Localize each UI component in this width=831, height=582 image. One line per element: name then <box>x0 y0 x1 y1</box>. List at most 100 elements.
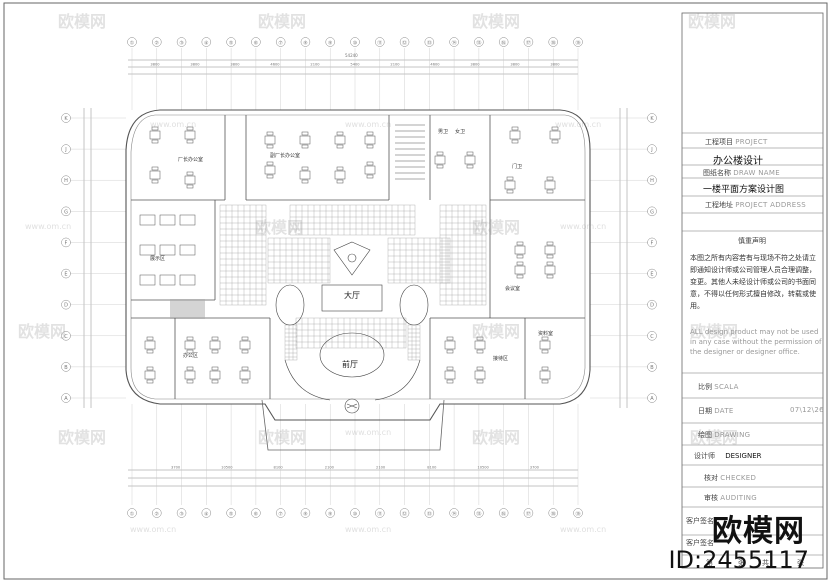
axis-label-bottom: ⑬ <box>427 511 432 518</box>
dimension-text-top: 3800 <box>150 63 160 67</box>
chair <box>446 349 454 354</box>
chair <box>366 144 374 149</box>
scale-label: 比例 SCALA <box>698 383 739 391</box>
chair <box>151 179 159 184</box>
table <box>144 370 156 380</box>
chair <box>186 379 194 384</box>
date-label: 日期 DATE <box>698 407 734 415</box>
axis-label-bottom: ⑯ <box>501 511 506 518</box>
room-label: 厂长办公室 <box>178 157 204 163</box>
axis-label-bottom: ⑩ <box>353 512 358 518</box>
room-label: 副厂长办公室 <box>270 153 301 159</box>
dimension-text-bottom: 2100 <box>376 466 386 470</box>
chair <box>551 139 559 144</box>
dimension-text-top: 3800 <box>550 63 560 67</box>
axis-bubble-bottom <box>127 508 137 518</box>
axis-label-bottom: ⑱ <box>551 511 556 518</box>
axis-label-right: C <box>650 334 654 340</box>
chair <box>476 336 484 341</box>
watermark-url: www.om.cn <box>560 525 607 534</box>
room-label: 会议室 <box>505 286 521 292</box>
chair <box>541 379 549 384</box>
axis-bubble-left <box>61 268 71 279</box>
table <box>434 155 446 165</box>
axis-label-top: ⑥ <box>254 41 259 47</box>
axis-bubble-bottom <box>573 508 583 518</box>
axis-label-top: ⑮ <box>476 40 481 47</box>
axis-label-left: D <box>64 303 68 309</box>
chair <box>516 274 524 279</box>
dimension-text-bottom: 8100 <box>274 466 284 470</box>
tile-area <box>407 324 421 361</box>
dimension-text-bottom: 8100 <box>427 466 437 470</box>
chair <box>366 174 374 179</box>
axis-label-top: ④ <box>204 41 209 47</box>
axis-label-bottom: ② <box>155 512 160 518</box>
client-label: 客户签名 <box>686 517 714 525</box>
table <box>299 170 311 180</box>
chair <box>466 151 474 156</box>
axis-bubble-left <box>61 331 71 341</box>
axis-bubble-left <box>61 144 71 154</box>
chair <box>186 336 194 341</box>
chair <box>186 349 194 354</box>
chair <box>241 349 249 354</box>
axis-label-left: H <box>64 178 68 184</box>
watermark-url: www.om.cn <box>555 120 602 129</box>
notice-en: ALL design product may not be used in an… <box>690 328 822 356</box>
side-dimensions <box>83 108 628 408</box>
chair <box>211 349 219 354</box>
drafter-label: 绘图 DRAWING <box>698 431 751 439</box>
dimension-text-top: 2100 <box>390 63 400 67</box>
dimension-text-bottom: 10500 <box>477 466 489 470</box>
watermark-url: www.om.cn <box>345 428 392 437</box>
table <box>334 135 346 145</box>
dimension-text-top: 4600 <box>430 63 440 67</box>
chair <box>301 144 309 149</box>
table <box>209 370 221 380</box>
chair <box>301 179 309 184</box>
axis-label-left: A <box>64 396 68 402</box>
table <box>184 175 196 185</box>
chair <box>541 366 549 371</box>
tile-area <box>439 204 487 306</box>
axis-label-top: ② <box>155 41 160 47</box>
room-label: 办公区 <box>183 353 199 359</box>
axis-label-top: ⑫ <box>402 40 407 47</box>
chair <box>511 126 519 131</box>
dimension-total: 54240 <box>345 53 358 58</box>
chair <box>186 139 194 144</box>
axis-label-left: E <box>64 272 67 278</box>
axis-bubble-right <box>647 362 657 372</box>
axis-bubble-left <box>61 175 71 185</box>
workstation <box>159 244 176 256</box>
axis-bubble-right <box>647 393 657 403</box>
axis-bubble-bottom <box>176 508 187 518</box>
chair <box>516 261 524 266</box>
axis-bubble-bottom <box>424 508 435 518</box>
axis-bubble-bottom <box>399 508 410 518</box>
watermark-brand: 欧模网 <box>255 218 304 237</box>
chair <box>541 336 549 341</box>
room-label: 门卫 <box>512 164 523 170</box>
tile-area <box>219 204 267 306</box>
chair <box>476 366 484 371</box>
workstation <box>179 244 196 256</box>
table <box>364 135 376 145</box>
table <box>474 340 486 350</box>
axis-label-bottom: ⑰ <box>526 511 531 518</box>
axis-bubble-left <box>61 206 71 217</box>
watermark-url: www.om.cn <box>150 120 197 129</box>
axis-label-top: ⑭ <box>452 40 457 47</box>
room-label: 男卫 <box>438 129 449 135</box>
axis-bubble-right <box>647 175 657 185</box>
chair <box>266 144 274 149</box>
chair <box>366 131 374 136</box>
chair <box>366 161 374 166</box>
axis-label-left: J <box>64 147 66 153</box>
axis-label-top: ① <box>130 41 135 47</box>
axis-label-left: C <box>64 334 68 340</box>
chair <box>436 164 444 169</box>
room-label: 资料室 <box>538 331 554 337</box>
